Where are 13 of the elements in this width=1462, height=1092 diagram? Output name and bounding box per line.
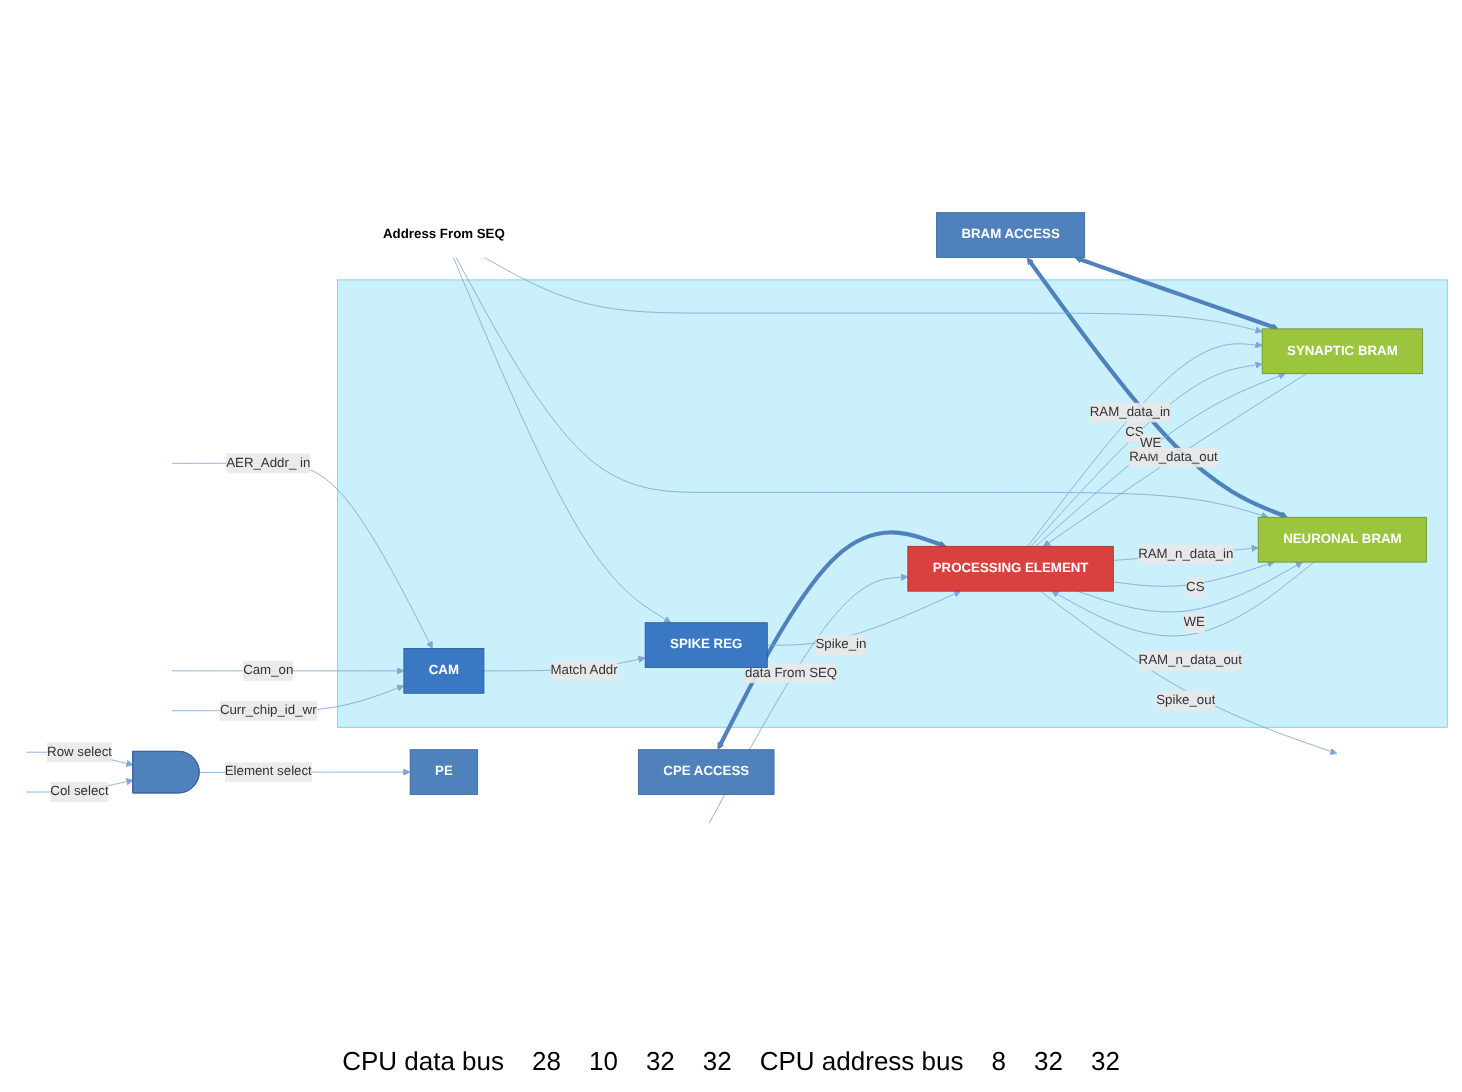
- arrow: [1074, 255, 1279, 330]
- arrow: [717, 529, 947, 750]
- signal-label: 32: [645, 1046, 675, 1076]
- signal-label: 10: [588, 1046, 618, 1076]
- signal-label: CPU data bus: [342, 1046, 504, 1076]
- signal-label: 28: [532, 1046, 561, 1076]
- signal-label: 8: [991, 1046, 1006, 1076]
- arrow: [1026, 256, 1288, 518]
- signal-label: CPU address bus: [759, 1046, 964, 1076]
- cluster: [336, 278, 1448, 728]
- signal-label: 32: [1034, 1046, 1063, 1076]
- signal-label: 32: [1090, 1046, 1120, 1076]
- signal-label: 32: [702, 1046, 732, 1076]
